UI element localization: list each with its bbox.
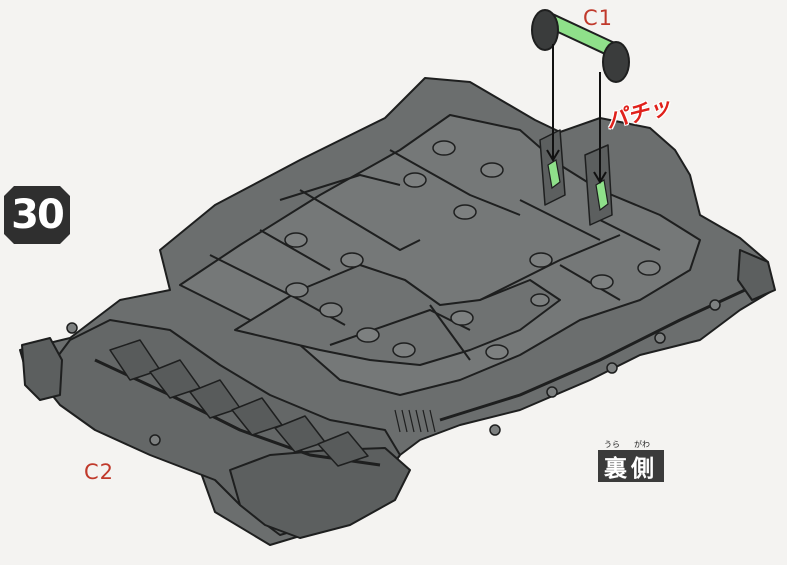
grille-vents bbox=[394, 409, 436, 433]
underside-label-text: 裏側 bbox=[598, 450, 664, 482]
part-label-c2: C2 bbox=[84, 460, 115, 484]
underside-view-label: うら がわ 裏側 bbox=[598, 439, 664, 483]
chassis-underside-illustration bbox=[19, 77, 776, 546]
wheel-left bbox=[531, 9, 559, 51]
snap-clips bbox=[547, 159, 609, 212]
left-bracket bbox=[21, 337, 63, 401]
front-rib-cells bbox=[109, 339, 369, 467]
right-bracket bbox=[737, 249, 776, 301]
chassis-center-step bbox=[234, 264, 561, 366]
step-badge: 30 bbox=[4, 186, 70, 244]
side-rail-rear bbox=[439, 288, 746, 422]
mounting-studs bbox=[284, 140, 661, 360]
step-number: 30 bbox=[11, 192, 65, 238]
snap-clip-left bbox=[547, 159, 561, 190]
side-bolts bbox=[66, 299, 721, 446]
step-badge-shape bbox=[4, 186, 70, 244]
ruby-text-2: がわ bbox=[634, 440, 650, 449]
insertion-arrows bbox=[546, 44, 607, 184]
front-wheel-housing bbox=[229, 447, 411, 539]
wheel-right bbox=[602, 41, 630, 83]
part-label-c1: C1 bbox=[583, 6, 614, 30]
ruby-text-1: うら bbox=[604, 440, 620, 449]
wheel-axle-part bbox=[531, 9, 630, 83]
